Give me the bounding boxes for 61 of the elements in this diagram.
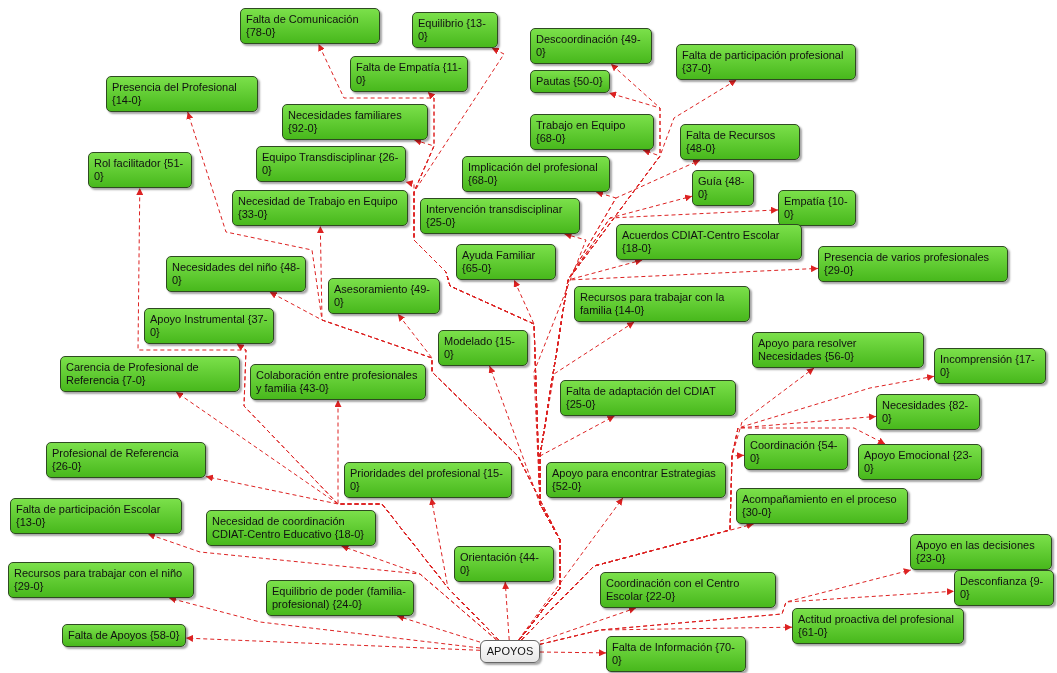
concept-box: Carencia de Profesional de Referencia {7-0} [60,356,240,392]
concept-box: Presencia del Profesional {14-0} [106,76,258,112]
concept-box: Falta de Comunicación {78-0} [240,8,380,44]
concept-box: Incomprensión {17-0} [934,348,1046,384]
concept-box: Equilibrio de poder (familia-profesional) {24-0} [266,580,414,616]
arrow [539,623,793,645]
concept-box: Modelado {15-0} [438,330,528,366]
concept-box: Falta de Información {70-0} [606,636,746,672]
concept-box: Necesidades del niño {48-0} [166,256,306,292]
concept-box: Necesidades familiares {92-0} [282,104,428,140]
concept-box: Falta de Apoyos {58-0} [62,624,186,647]
arrow [429,497,500,641]
arrow [539,649,607,657]
concept-box: Acompañamiento en el proceso {30-0} [736,488,908,524]
concept-box: Asesoramiento {49-0} [328,278,440,314]
concept-box: Recursos para trabajar con la familia {14-0} [574,286,750,322]
concept-box: Necesidades {82-0} [876,394,980,430]
concept-box: Falta de participación Escolar {13-0} [10,498,182,534]
concept-box: Apoyo para encontrar Estrategias {52-0} [546,462,726,498]
concept-box: Falta de participación profesional {37-0} [676,44,856,80]
concept-box: Colaboración entre profesionales y familia {43-0} [250,364,426,400]
concept-box: Presencia de varios profesionales {29-0} [818,246,1008,282]
concept-box: Trabajo en Equipo {68-0} [530,114,654,150]
concept-box: Apoyo Emocional {23-0} [858,444,982,480]
concept-box: Desconfianza {9-0} [954,570,1054,606]
arrow [185,634,481,651]
arrow [341,545,498,641]
concept-box: Necesidad de Trabajo en Equipo {33-0} [232,190,408,226]
concept-box: Prioridades del profesional {15-0} [344,462,512,498]
concept-box: Pautas {50-0} [530,70,610,93]
concept-box: Orientación {44-0} [454,546,554,582]
concept-box: Coordinación con el Centro Escolar {22-0} [600,572,776,608]
arrow [520,522,755,641]
arrow [168,596,481,649]
concept-box: Equipo Transdisciplinar {26-0} [256,146,406,182]
concept-box: Coordinación {54-0} [744,434,848,470]
concept-box: Apoyo en las decisiones {23-0} [910,534,1052,570]
concept-box: Rol facilitador {51-0} [88,152,192,188]
concept-box: Intervención transdisciplinar {25-0} [420,198,580,234]
concept-box: Apoyo Instrumental {37-0} [144,308,274,344]
concept-box: Actitud proactiva del profesional {61-0} [792,608,964,644]
concept-box: Guía {48-0} [692,170,754,206]
concept-box: Falta de Recursos {48-0} [680,124,800,160]
concept-box: Falta de Empatía {11-0} [350,56,468,92]
concept-box: Acuerdos CDIAT-Centro Escolar {18-0} [616,224,802,260]
concept-box: Profesional de Referencia {26-0} [46,442,206,478]
concept-box: Descoordinación {49-0} [530,28,652,64]
concept-box: Equilibrio {13-0} [412,12,498,48]
concept-box: Falta de adaptación del CDIAT {25-0} [560,380,736,416]
arrow [396,614,481,643]
concept-box: Ayuda Familiar {65-0} [456,244,556,280]
concept-box: Implicación del profesional {68-0} [462,156,610,192]
arrow [517,497,624,641]
concept-box: Recursos para trabajar con el niño {29-0} [8,562,194,598]
arrow [502,581,510,641]
arrow [539,607,637,642]
concept-box: Necesidad de coordinación CDIAT-Centro Educativo {18-0} [206,510,376,546]
concept-box: Apoyo para resolver Necesidades {56-0} [752,332,924,368]
hub-box: APOYOS [480,640,540,663]
concept-box: Empatía {10-0} [778,190,856,226]
arrow [518,415,615,641]
